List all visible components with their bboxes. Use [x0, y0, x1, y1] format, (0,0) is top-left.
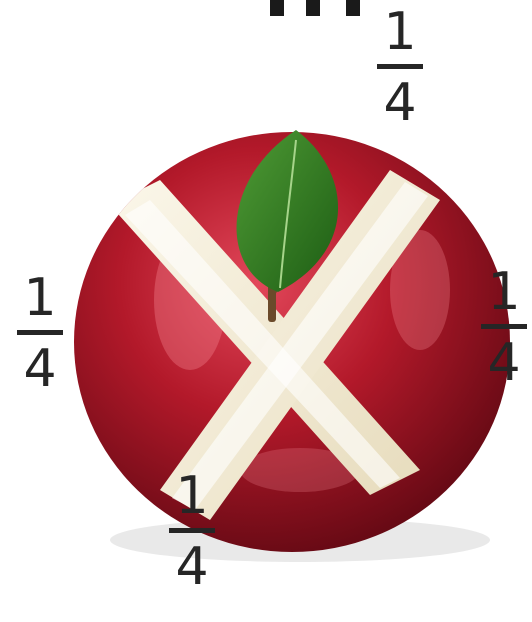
fraction-one-quarter-bottom: 1 4 — [162, 470, 222, 593]
fraction-bar — [481, 324, 527, 329]
fraction-one-quarter-top: 1 4 — [370, 6, 430, 129]
top-cropped-text-fragment — [0, 0, 532, 20]
fraction-bar — [377, 64, 423, 69]
fraction-denominator: 4 — [370, 77, 430, 129]
fraction-denominator: 4 — [162, 541, 222, 593]
fraction-denominator: 4 — [474, 337, 532, 389]
fraction-one-quarter-left: 1 4 — [10, 272, 70, 395]
fraction-numerator: 1 — [10, 272, 70, 324]
fraction-numerator: 1 — [370, 6, 430, 58]
fraction-numerator: 1 — [474, 266, 532, 318]
fraction-bar — [17, 330, 63, 335]
fraction-one-quarter-right: 1 4 — [474, 266, 532, 389]
fraction-bar — [169, 528, 215, 533]
fraction-denominator: 4 — [10, 343, 70, 395]
fraction-numerator: 1 — [162, 470, 222, 522]
